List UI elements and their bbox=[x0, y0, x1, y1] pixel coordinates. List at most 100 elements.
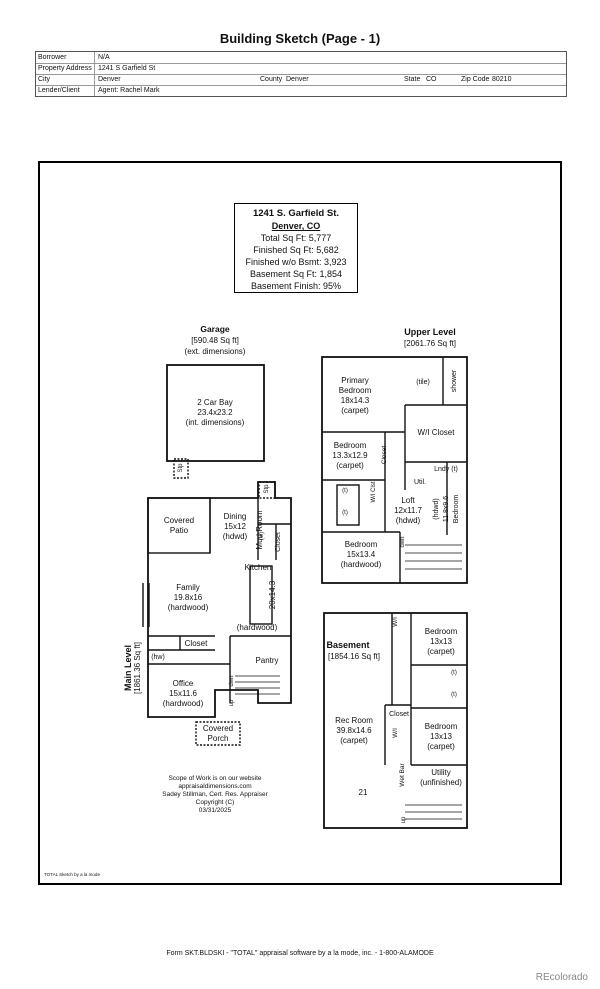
office-name: Office bbox=[172, 679, 194, 688]
dining-floor: (hdwd) bbox=[222, 532, 248, 541]
header-row-lender: Lender/Client Agent: Rachel Mark bbox=[36, 85, 566, 96]
shower-label: shower bbox=[451, 369, 458, 393]
garage-room-note: (int. dimensions) bbox=[185, 418, 245, 427]
upper-t2: (t) bbox=[342, 510, 348, 516]
recolorado-logo: REcolorado bbox=[535, 972, 588, 983]
garage-room-name: 2 Car Bay bbox=[197, 398, 233, 407]
basement-dim-21: 21 bbox=[358, 788, 368, 797]
upper-level-title: Upper Level bbox=[404, 327, 456, 337]
primary-line1: Primary bbox=[341, 376, 369, 385]
sketch-frame bbox=[38, 161, 562, 885]
family-name: Family bbox=[176, 583, 200, 592]
basement-t2: (t) bbox=[451, 692, 457, 698]
upper-bedroom2-floor: (hdwd) bbox=[433, 498, 440, 520]
city-label: City bbox=[38, 74, 95, 85]
borrower-value: N/A bbox=[98, 54, 110, 61]
basement-wi-label: W/I bbox=[392, 617, 399, 627]
main-level-outline bbox=[147, 481, 292, 718]
upper-bedroom1-name: Bedroom bbox=[333, 441, 367, 450]
wi-closet-label: W/I Closet bbox=[417, 428, 455, 437]
info-address: 1241 S. Garfield St. bbox=[252, 208, 340, 219]
zip-value: 80210 bbox=[492, 76, 512, 83]
garage-step-label: Stp bbox=[178, 463, 184, 473]
upper-level-area: [2061.76 Sq ft] bbox=[403, 339, 457, 348]
header-row-city: City Denver County Denver State CO Zip C… bbox=[36, 74, 566, 86]
scope-line-4: Copyright (C) bbox=[195, 799, 235, 806]
upper-closet-label: Closet bbox=[381, 445, 388, 465]
footer: Form SKT.BLDSKI - "TOTAL" appraisal soft… bbox=[166, 950, 434, 957]
wet-bar-label: Wet Bar bbox=[399, 763, 406, 787]
main-closet-label: Closet bbox=[275, 532, 282, 552]
primary-line3: 18x14.3 bbox=[340, 396, 370, 405]
basement-bedroom1-floor: (carpet) bbox=[427, 647, 455, 656]
basement-bedroom1-name: Bedroom bbox=[424, 627, 458, 636]
upper-bedroom3-dim: 15x13.4 bbox=[346, 550, 376, 559]
city-value: Denver bbox=[98, 76, 121, 83]
covered-patio-line2: Patio bbox=[169, 526, 189, 535]
info-finished-wo-bsmt: Finished w/o Bsmt: 3,923 bbox=[245, 257, 347, 267]
pantry-label: Pantry bbox=[255, 656, 279, 665]
utility-label: Utility (unfinished) bbox=[418, 768, 464, 788]
sketch-credit: TOTAL Sketch by a la mode bbox=[44, 872, 100, 877]
basement-stairs bbox=[405, 804, 462, 820]
loft-floor: (hdwd) bbox=[395, 516, 421, 525]
primary-line2: Bedroom bbox=[338, 386, 372, 395]
upper-dwn-label: dwn bbox=[400, 536, 406, 548]
upper-bedroom3-floor: (hardwood) bbox=[340, 560, 382, 569]
family-floor: (hardwood) bbox=[167, 603, 209, 612]
basement-title: Basement bbox=[326, 640, 370, 650]
main-stairs bbox=[235, 675, 280, 695]
office-dim: 15x11.6 bbox=[169, 689, 197, 698]
upper-level-outline bbox=[321, 356, 468, 584]
loft-label: Loft 12x11.7 (hdwd) bbox=[388, 496, 428, 526]
upper-t1: (t) bbox=[342, 488, 348, 494]
rec-room-dim: 39.8x14.6 bbox=[336, 726, 372, 735]
scope-line-5: 03/31/2025 bbox=[198, 807, 232, 814]
state-label: State bbox=[404, 76, 421, 83]
loft-dim: 12x11.7 bbox=[394, 506, 422, 515]
garage-room-dim: 23.4x23.2 bbox=[197, 408, 233, 417]
county-value: Denver bbox=[286, 76, 309, 83]
rec-room-name: Rec Room bbox=[335, 716, 373, 725]
office-floor: (hardwood) bbox=[162, 699, 204, 708]
utility-note: (unfinished) bbox=[420, 778, 462, 787]
garage-note: (ext. dimensions) bbox=[184, 347, 246, 356]
upper-bedroom2-dim: 11.8x9.6 bbox=[443, 495, 450, 523]
basement-t1: (t) bbox=[451, 670, 457, 676]
upper-bedroom2-label: Bedroom bbox=[452, 486, 462, 532]
header-table: Borrower N/A Property Address 1241 S Gar… bbox=[35, 51, 567, 97]
tile-label: (tile) bbox=[416, 379, 430, 386]
upper-bedroom3-name: Bedroom bbox=[344, 540, 378, 549]
family-label: Family 19.8x16 (hardwood) bbox=[156, 583, 220, 613]
scope-line-2: appraisaldimensions.com bbox=[178, 783, 252, 790]
info-city: Denver, CO bbox=[271, 221, 321, 231]
lender-value: Agent: Rachel Mark bbox=[98, 87, 160, 94]
covered-patio-line1: Covered bbox=[163, 516, 195, 525]
dining-dim: 15x12 bbox=[224, 522, 246, 531]
rec-room-floor: (carpet) bbox=[340, 736, 368, 745]
lender-label: Lender/Client bbox=[38, 85, 95, 96]
covered-patio-label: Covered Patio bbox=[150, 516, 208, 536]
upper-wi-clst-label: W/I Clst bbox=[371, 481, 377, 503]
basement-closet-label: Closet bbox=[389, 711, 409, 718]
covered-porch-line2: Porch bbox=[207, 734, 229, 743]
primary-line4: (carpet) bbox=[341, 406, 369, 415]
util-label: Util. bbox=[413, 479, 427, 486]
kitchen-floor: (hardwood) bbox=[236, 623, 278, 632]
page-title: Building Sketch (Page - 1) bbox=[219, 31, 381, 46]
upper-bedroom2-name: Bedroom bbox=[453, 494, 460, 524]
rec-room-label: Rec Room 39.8x14.6 (carpet) bbox=[326, 716, 382, 746]
main-step bbox=[258, 481, 276, 499]
property-address-label: Property Address bbox=[38, 63, 95, 74]
info-total: Total Sq Ft: 5,777 bbox=[260, 233, 332, 243]
mud-room-w: (w) bbox=[259, 531, 265, 541]
basement-bedroom2-name: Bedroom bbox=[424, 722, 458, 731]
garage-step bbox=[173, 458, 189, 479]
utility-name: Utility bbox=[431, 768, 451, 777]
garage-title: Garage bbox=[200, 324, 230, 334]
basement-bedroom2-label: Bedroom 13x13 (carpet) bbox=[418, 722, 464, 752]
loft-name: Loft bbox=[401, 496, 415, 505]
basement-bedroom2-floor: (carpet) bbox=[427, 742, 455, 751]
main-step-label: Stp bbox=[264, 484, 270, 494]
